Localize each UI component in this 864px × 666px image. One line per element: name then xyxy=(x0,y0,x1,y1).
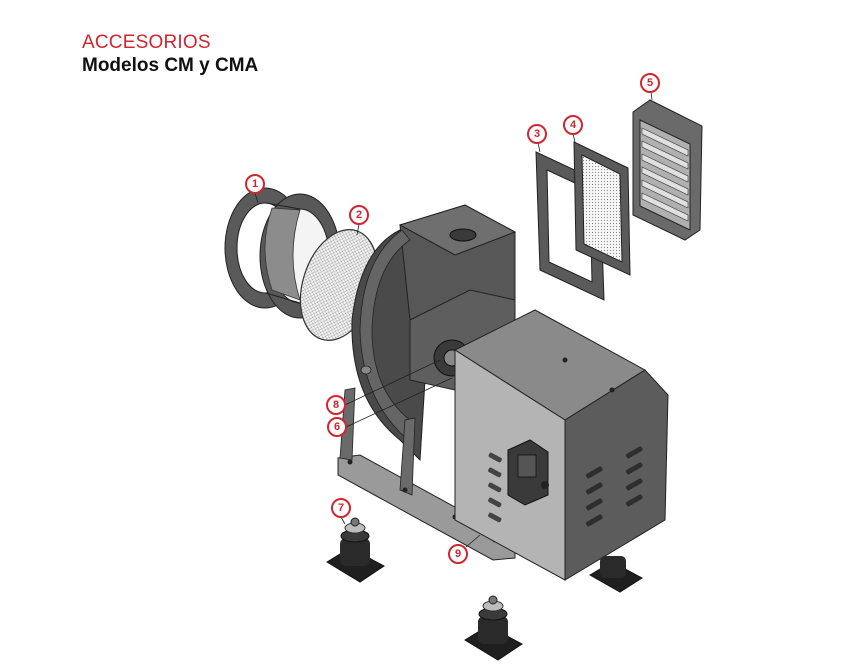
callout-2: 2 xyxy=(349,205,369,225)
callout-3: 3 xyxy=(527,124,547,144)
callout-1: 1 xyxy=(245,174,265,194)
callout-4: 4 xyxy=(563,115,583,135)
page-title: Modelos CM y CMA xyxy=(82,55,259,76)
louvered-shutter xyxy=(632,99,703,241)
callout-label-3: 3 xyxy=(534,128,540,140)
vent-louvers-left xyxy=(488,452,502,523)
outlet-mesh xyxy=(573,141,631,276)
callout-8: 8 xyxy=(326,395,346,415)
leader-lines xyxy=(254,91,653,548)
vent-louvers-right xyxy=(585,446,643,527)
callout-label-6: 6 xyxy=(334,421,340,433)
shutter-blades xyxy=(641,127,689,222)
section-kicker: ACCESORIOS xyxy=(82,32,211,53)
callout-label-1: 1 xyxy=(252,178,258,190)
callout-label-8: 8 xyxy=(333,399,339,411)
callout-label-4: 4 xyxy=(570,119,577,131)
header: ACCESORIOS Modelos CM y CMA xyxy=(82,31,258,78)
anti-vibration-mount-3 xyxy=(589,556,643,593)
callout-label-5: 5 xyxy=(647,77,653,89)
callout-5: 5 xyxy=(640,73,660,93)
callout-7: 7 xyxy=(331,498,351,518)
motor-enclosure xyxy=(453,309,669,581)
electrical-connector-box xyxy=(507,439,549,506)
callout-label-2: 2 xyxy=(356,209,362,221)
callout-label-9: 9 xyxy=(455,548,461,560)
fan-scroll-housing xyxy=(351,204,517,462)
callout-6: 6 xyxy=(327,417,347,437)
anti-vibration-mount-1 xyxy=(326,517,385,583)
callout-9: 9 xyxy=(448,544,468,564)
anti-vibration-mount-2 xyxy=(464,595,523,661)
callout-label-7: 7 xyxy=(338,502,344,514)
